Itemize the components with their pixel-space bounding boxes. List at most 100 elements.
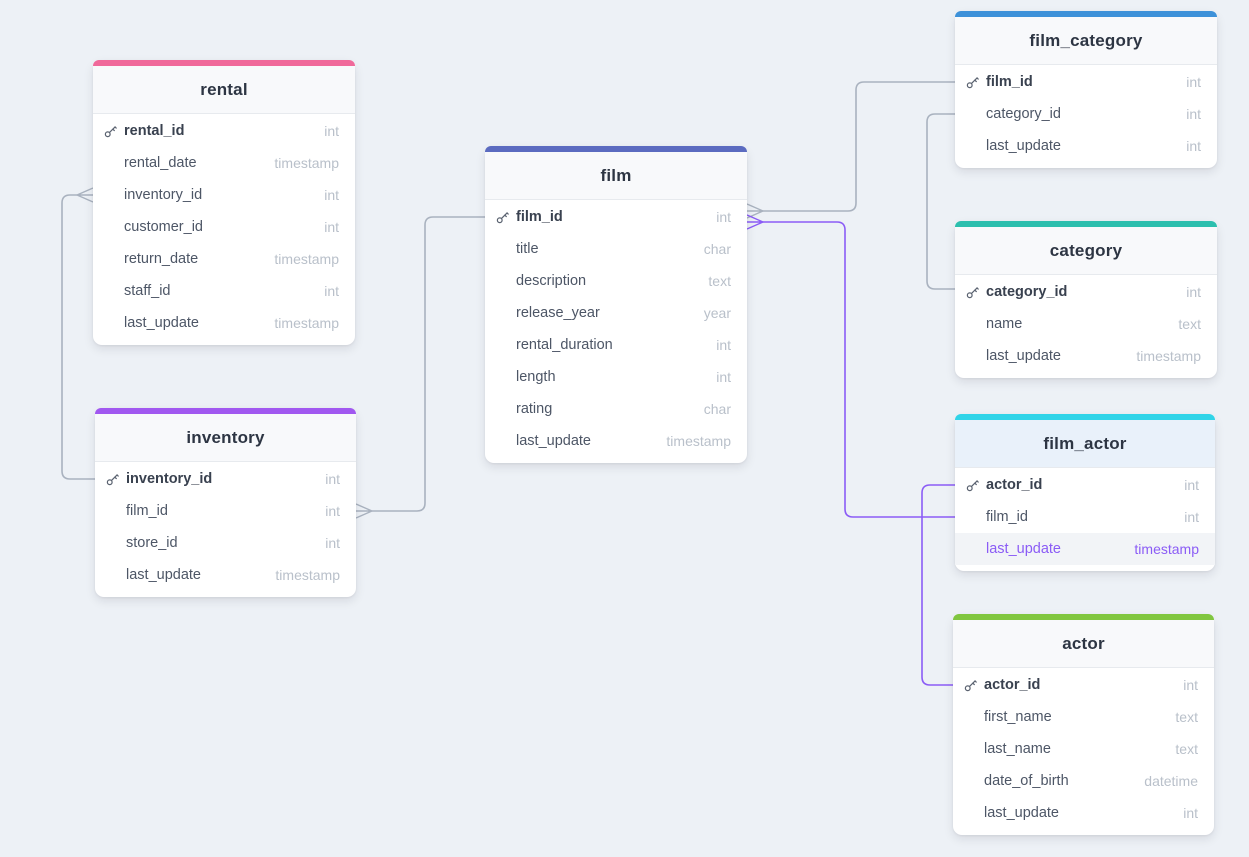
field-row-return_date[interactable]: return_date timestamp: [93, 243, 355, 275]
connection-inventory-film[interactable]: [372, 216, 485, 512]
field-name: actor_id: [984, 677, 1041, 693]
field-name: film_id: [986, 74, 1033, 90]
field-type: int: [324, 219, 339, 235]
field-name: date_of_birth: [984, 773, 1069, 789]
field-type: int: [716, 369, 731, 385]
field-row-actor_id[interactable]: actor_id int: [955, 469, 1215, 501]
field-row-rental_duration[interactable]: rental_duration int: [485, 329, 747, 361]
primary-key-icon: [966, 479, 986, 492]
field-name: actor_id: [986, 477, 1043, 493]
primary-key-icon: [966, 286, 986, 299]
field-type: timestamp: [1134, 541, 1199, 557]
table-accent-bar: [953, 614, 1214, 620]
field-type: int: [324, 123, 339, 139]
primary-key-icon: [106, 473, 126, 486]
connection-film-film_actor[interactable]: [763, 221, 955, 518]
field-type: int: [1186, 138, 1201, 154]
connection-film_actor-actor[interactable]: [921, 484, 955, 686]
table-header-film_category[interactable]: film_category: [955, 17, 1217, 65]
field-name: last_update: [986, 138, 1061, 154]
field-name: customer_id: [124, 219, 203, 235]
table-header-film_actor[interactable]: film_actor: [955, 420, 1215, 468]
field-name: inventory_id: [124, 187, 203, 203]
primary-key-icon: [496, 211, 516, 224]
table-accent-bar: [955, 11, 1217, 17]
field-name: last_update: [984, 805, 1059, 821]
field-row-film_id[interactable]: film_id int: [955, 66, 1217, 98]
field-name: last_update: [986, 348, 1061, 364]
field-name: title: [516, 241, 539, 257]
table-title: film: [600, 165, 632, 185]
connection-film-film_category[interactable]: [763, 81, 955, 212]
field-name: last_name: [984, 741, 1051, 757]
table-title: rental: [200, 79, 248, 99]
field-row-last_update[interactable]: last_update int: [955, 130, 1217, 162]
field-type: int: [716, 209, 731, 225]
field-type: int: [325, 503, 340, 519]
field-type: year: [703, 305, 731, 321]
table-accent-bar: [93, 60, 355, 66]
field-type: int: [1183, 805, 1198, 821]
table-header-inventory[interactable]: inventory: [95, 414, 356, 462]
field-name: category_id: [986, 284, 1068, 300]
field-name: staff_id: [124, 283, 171, 299]
field-name: rental_duration: [516, 337, 613, 353]
connection-rental-inventory[interactable]: [61, 194, 95, 480]
field-name: return_date: [124, 251, 199, 267]
field-type: int: [1186, 74, 1201, 90]
field-type: int: [1184, 477, 1199, 493]
table-header-rental[interactable]: rental: [93, 66, 355, 114]
table-header-category[interactable]: category: [955, 227, 1217, 275]
connection-film_category-category[interactable]: [926, 113, 955, 290]
table-header-actor[interactable]: actor: [953, 620, 1214, 668]
field-type: int: [716, 337, 731, 353]
field-name: store_id: [126, 535, 178, 551]
field-type: timestamp: [274, 251, 339, 267]
table-header-film[interactable]: film: [485, 152, 747, 200]
field-row-customer_id[interactable]: customer_id int: [93, 211, 355, 243]
table-accent-bar: [955, 414, 1215, 420]
field-name: name: [986, 316, 1023, 332]
table-title: film_category: [1029, 30, 1143, 50]
crow-foot-icon: [746, 214, 764, 230]
field-row-last_update[interactable]: last_update int: [953, 797, 1214, 829]
